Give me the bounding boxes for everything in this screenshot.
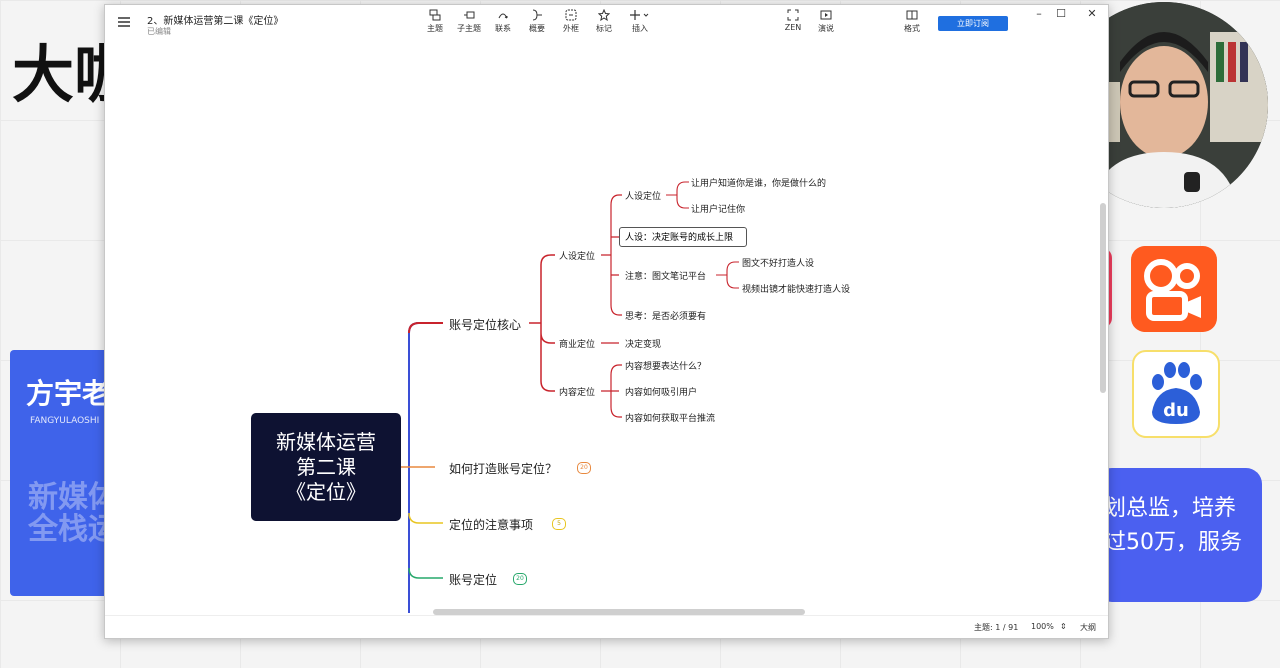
topic-leaf[interactable]: 内容想要表达什么？ xyxy=(625,362,707,372)
minimize-button[interactable]: – xyxy=(1036,7,1042,20)
topic-leaf[interactable]: 让用户知道你是谁，你是做什么的 xyxy=(691,179,827,189)
topic-leaf[interactable]: 视频出镜才能快速打造人设 xyxy=(742,285,851,295)
toolbar-label: 主题 xyxy=(427,24,443,33)
vertical-scrollbar[interactable] xyxy=(1100,203,1106,393)
toolbar-label: 联系 xyxy=(495,24,511,33)
topic-leaf[interactable]: 内容如何获取平台推流 xyxy=(625,414,716,424)
promo-card: 划总监，培养 过50万，服务 xyxy=(1096,468,1262,602)
subscribe-button[interactable]: 立即订阅 xyxy=(938,16,1008,31)
toolbar-topic-button[interactable]: 主题 xyxy=(419,9,451,34)
topic-leaf[interactable]: 决定变现 xyxy=(625,340,662,350)
topic-count: 主题: 1 / 91 xyxy=(974,623,1019,632)
toolbar-subtopic-button[interactable]: 子主题 xyxy=(453,9,485,34)
zen-icon xyxy=(787,9,799,21)
summary-icon xyxy=(532,9,542,21)
baidu-logo-icon: du xyxy=(1132,350,1220,438)
topic-business[interactable]: 商业定位 xyxy=(559,340,596,350)
toolbar-label: 外框 xyxy=(563,24,579,33)
document-status: 已编辑 xyxy=(147,27,171,36)
document-title: 2、新媒体运营第二课《定位》 xyxy=(147,16,284,27)
maximize-button[interactable]: ☐ xyxy=(1056,7,1066,20)
outline-button[interactable]: 大纲 xyxy=(1080,623,1096,632)
status-bar: 主题: 1 / 91 100% ⇕ 大纲 xyxy=(105,615,1108,638)
svg-text:du: du xyxy=(1163,400,1189,421)
root-line-3: 《定位》 xyxy=(286,479,366,504)
format-panel-icon xyxy=(906,10,918,20)
topic-icon xyxy=(429,9,441,21)
root-topic[interactable]: 新媒体运营 第二课 《定位》 xyxy=(251,413,401,521)
presenter-name: 方宇老 xyxy=(26,377,111,410)
presenter-latin: FANGYULAOSHI xyxy=(30,416,100,426)
presenter-card: 方宇老 FANGYULAOSHI 新媒体 全栈运 xyxy=(10,350,120,596)
topic-how-to-build[interactable]: 如何打造账号定位？ xyxy=(449,462,558,476)
topic-persona-sub[interactable]: 人设定位 xyxy=(625,192,662,202)
kuaishou-logo-icon xyxy=(1131,246,1217,332)
collapsed-count-badge[interactable]: 5 xyxy=(552,518,566,530)
subtopic-icon xyxy=(464,11,475,19)
topic-persona[interactable]: 人设定位 xyxy=(559,252,596,262)
topic-note-platform[interactable]: 注意：图文笔记平台 xyxy=(625,272,707,282)
horizontal-scrollbar[interactable] xyxy=(433,609,805,615)
collapsed-count-badge[interactable]: 20 xyxy=(577,462,591,474)
collapsed-count-badge[interactable]: 20 xyxy=(513,573,527,585)
title-bar: 2、新媒体运营第二课《定位》 已编辑 主题 子主题 联系 概要 外框 标记 插 xyxy=(105,5,1108,43)
mindmap-canvas[interactable]: 新媒体运营 第二课 《定位》 账号定位核心 人设定位 人设定位 让用户知道你是谁… xyxy=(105,43,1100,613)
toolbar-summary-button[interactable]: 概要 xyxy=(521,9,553,34)
topic-notes[interactable]: 定位的注意事项 xyxy=(449,518,534,532)
topic-leaf[interactable]: 让用户记住你 xyxy=(691,205,746,215)
topic-leaf[interactable]: 内容如何吸引用户 xyxy=(625,388,698,398)
toolbar-label: 格式 xyxy=(904,24,920,33)
zoom-stepper-icon[interactable]: ⇕ xyxy=(1060,622,1067,631)
promo-text: 划总监，培养 过50万，服务 xyxy=(1104,496,1242,555)
toolbar-label: 插入 xyxy=(632,24,648,33)
topic-account-positioning[interactable]: 账号定位 xyxy=(449,573,498,587)
app-window: 2、新媒体运营第二课《定位》 已编辑 主题 子主题 联系 概要 外框 标记 插 xyxy=(104,4,1109,639)
toolbar-label: ZEN xyxy=(784,23,802,32)
zen-mode-button[interactable]: ZEN xyxy=(777,9,809,32)
format-panel-button[interactable]: 格式 xyxy=(896,9,928,34)
toolbar-boundary-button[interactable]: 外框 xyxy=(555,9,587,34)
presenter-slogan: 新媒体 全栈运 xyxy=(28,480,118,547)
toolbar-relationship-button[interactable]: 联系 xyxy=(487,9,519,34)
toolbar-marker-button[interactable]: 标记 xyxy=(588,9,620,34)
play-icon xyxy=(820,10,832,20)
zoom-level[interactable]: 100% xyxy=(1031,622,1054,631)
toolbar-label: 演说 xyxy=(818,24,834,33)
topic-persona-selected[interactable]: 人设：决定账号的成长上限 xyxy=(619,227,747,247)
topic-content[interactable]: 内容定位 xyxy=(559,388,596,398)
root-line-2: 第二课 xyxy=(296,454,356,479)
toolbar-label: 标记 xyxy=(596,24,612,33)
topic-think[interactable]: 思考：是否必须要有 xyxy=(625,312,707,322)
toolbar-label: 概要 xyxy=(529,24,545,33)
boundary-icon xyxy=(565,9,577,21)
root-line-1: 新媒体运营 xyxy=(276,429,376,454)
star-icon xyxy=(598,9,610,21)
presentation-button[interactable]: 演说 xyxy=(810,9,842,34)
mindmap-connectors xyxy=(401,181,739,613)
topic-account-positioning-core[interactable]: 账号定位核心 xyxy=(449,318,522,332)
hamburger-menu-icon[interactable] xyxy=(117,14,133,30)
close-button[interactable]: ✕ xyxy=(1087,7,1097,20)
topic-leaf[interactable]: 图文不好打造人设 xyxy=(742,259,815,269)
toolbar-label: 子主题 xyxy=(457,24,481,33)
plus-icon xyxy=(630,10,649,20)
toolbar-insert-button[interactable]: 插入 xyxy=(624,9,656,34)
relationship-icon xyxy=(498,13,508,19)
